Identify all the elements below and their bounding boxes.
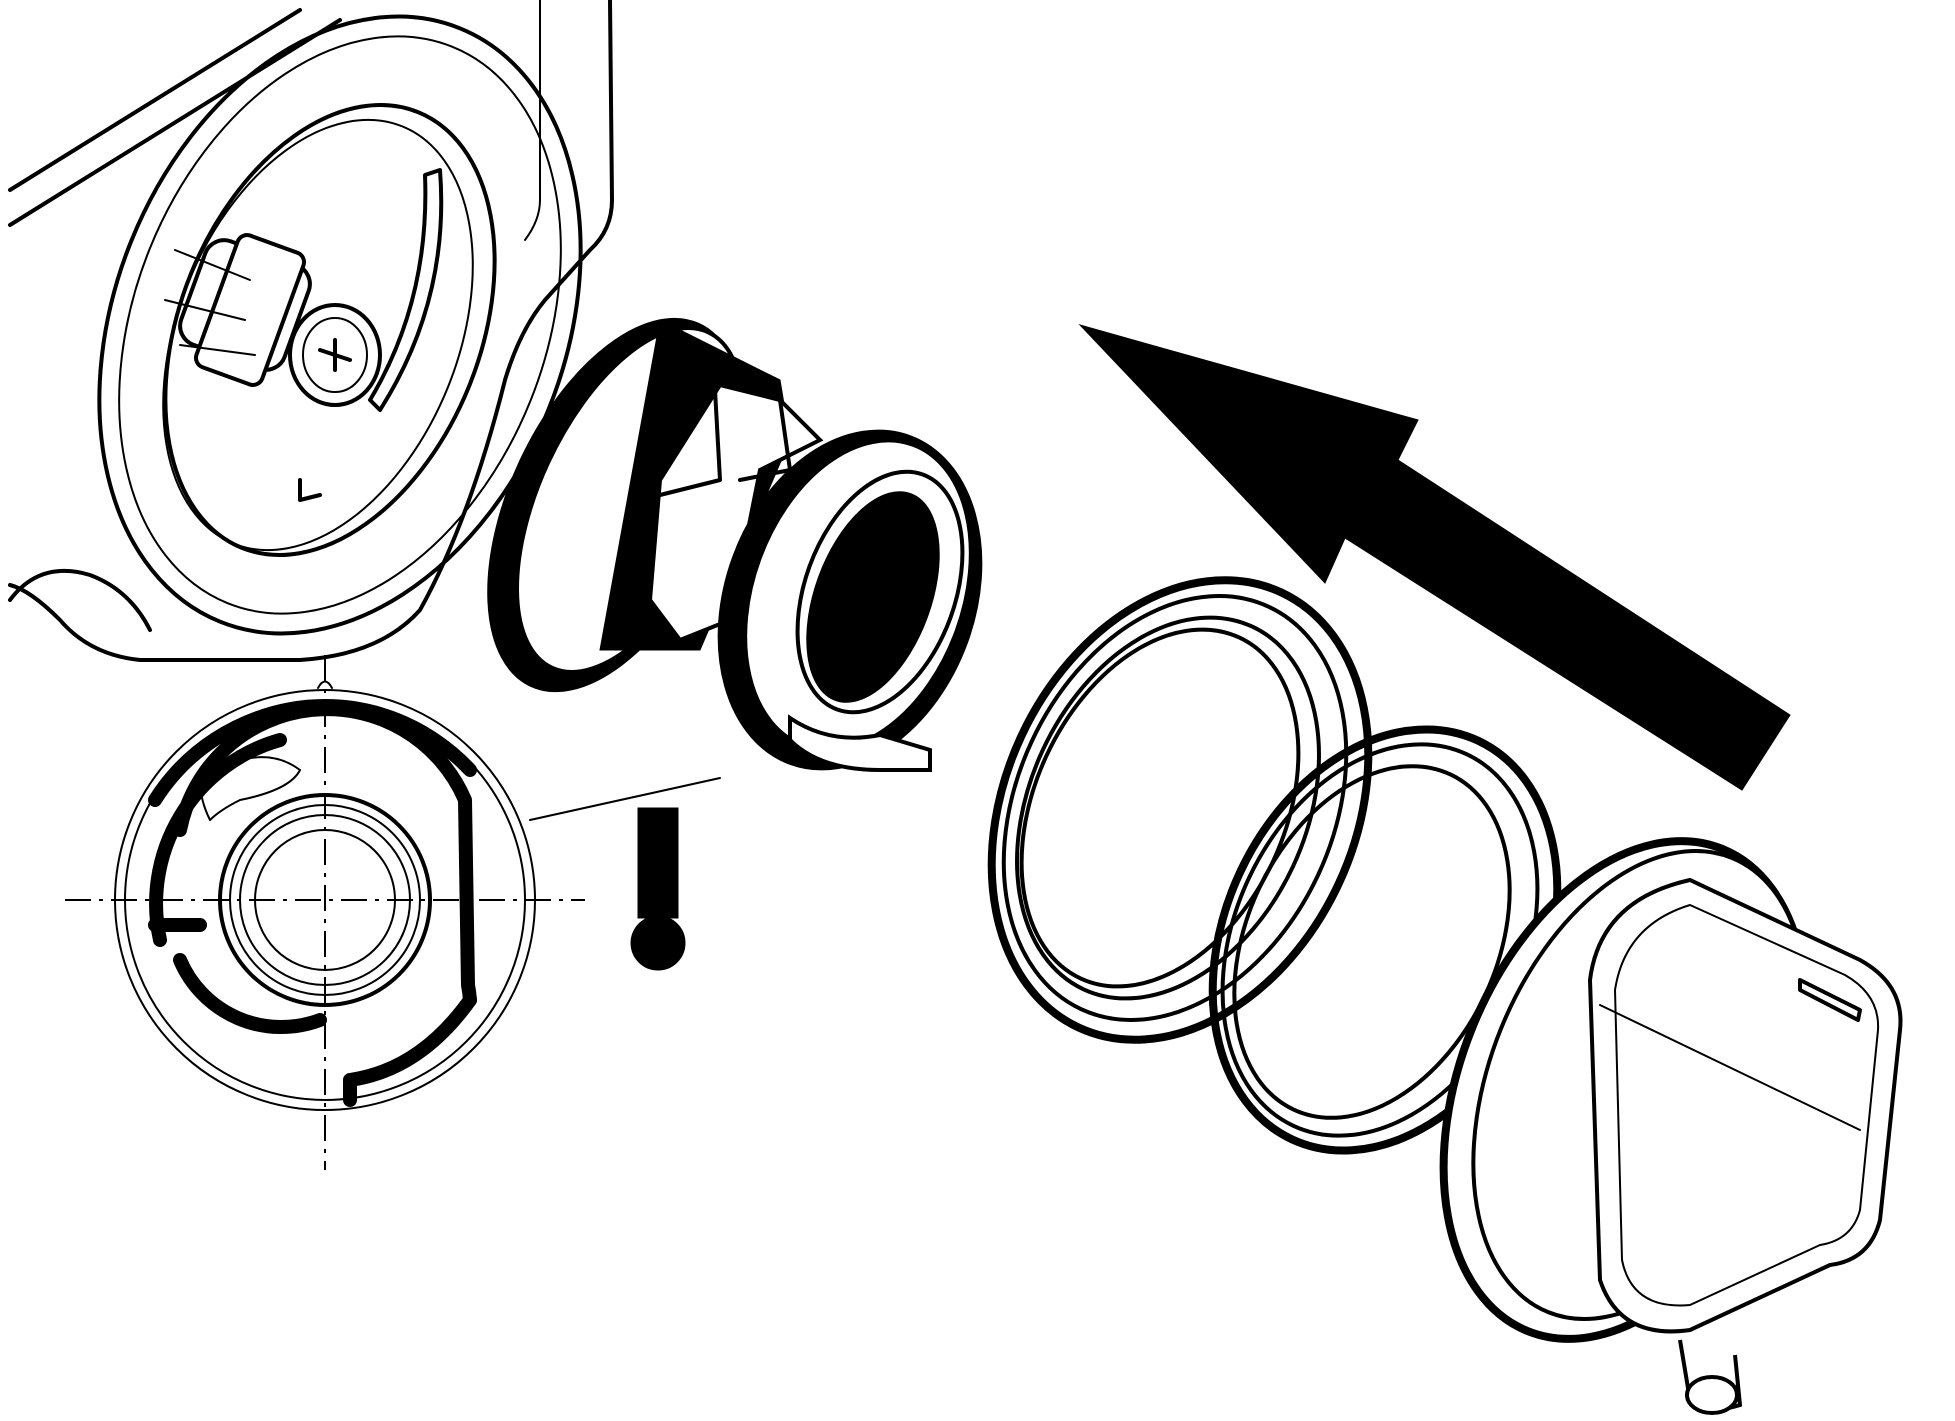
- insert-direction-arrow-icon: [1078, 324, 1791, 791]
- warning-exclamation-icon: [630, 807, 686, 971]
- pump-impeller-screw: [164, 233, 382, 407]
- seal-ring-outer: [987, 576, 1373, 1044]
- machine-drain-housing: [8, 0, 614, 662]
- filter-cap: [1439, 837, 1903, 1415]
- filter-insert: [487, 317, 983, 772]
- bayonet-detail-view: [65, 655, 721, 1170]
